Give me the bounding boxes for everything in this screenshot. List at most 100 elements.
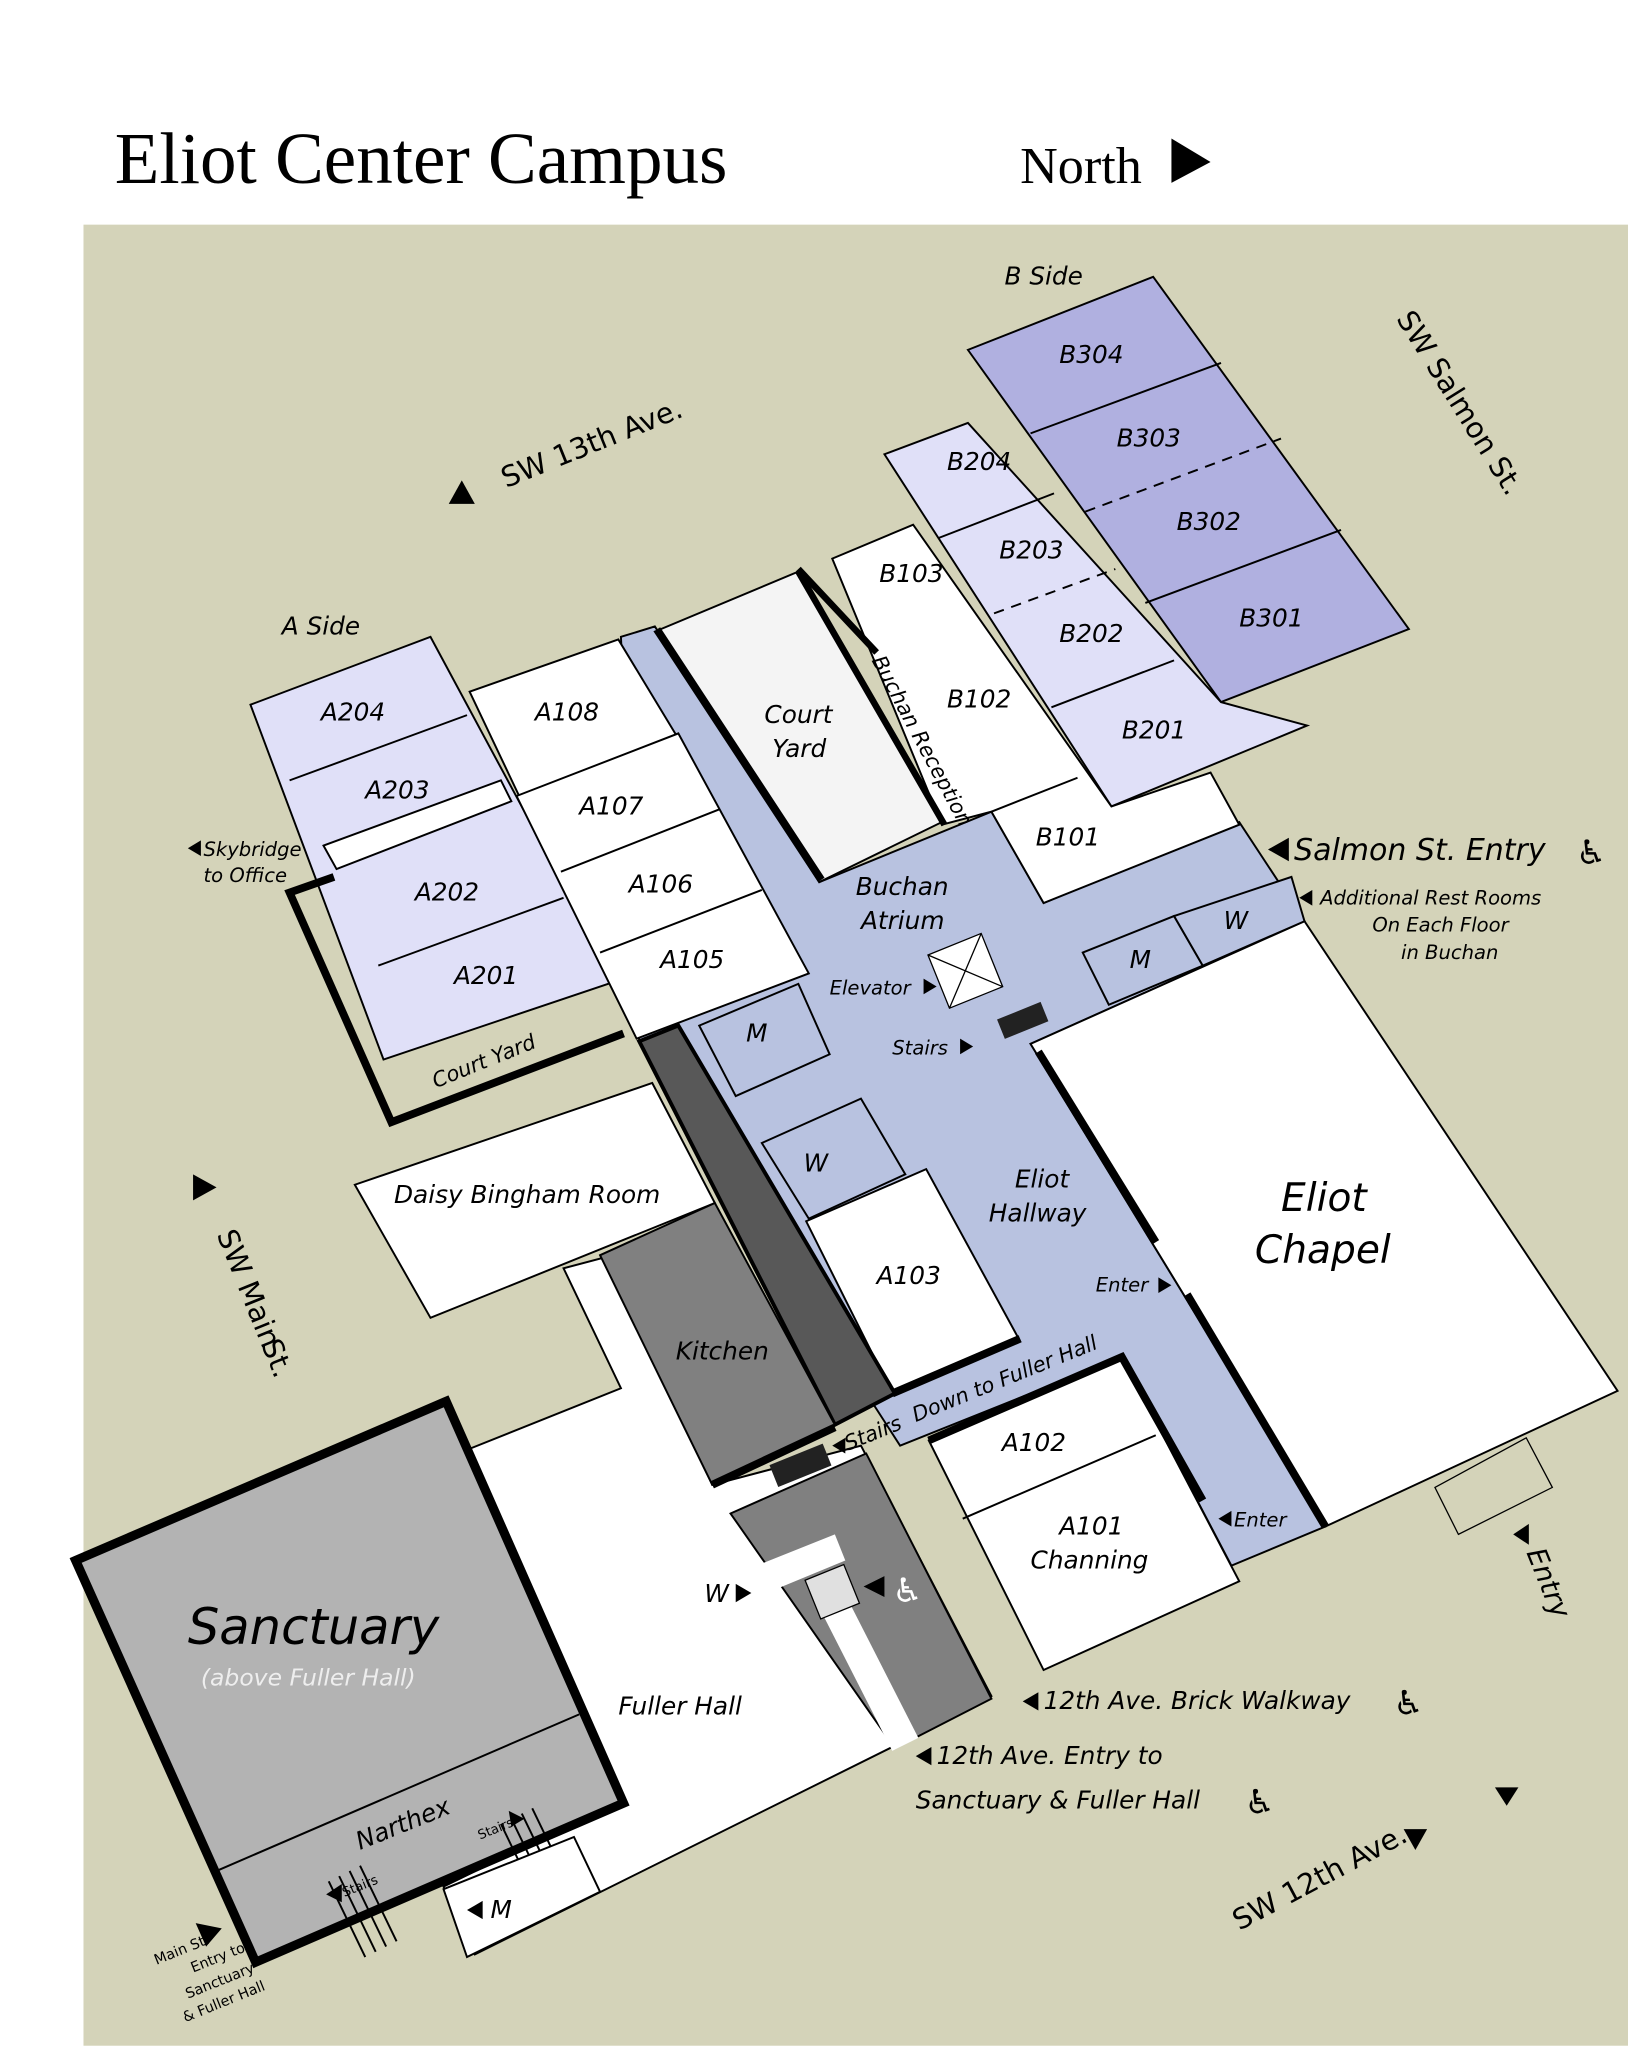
channing-enter-label: Enter — [1234, 1509, 1288, 1532]
arrow-left-icon — [187, 840, 201, 857]
kitchen[interactable] — [598, 1201, 837, 1487]
arrow-icon — [193, 1174, 217, 1201]
arrow-right-icon — [960, 1038, 974, 1055]
arrow-icon — [448, 480, 475, 504]
arrow-left-icon — [1218, 1510, 1232, 1527]
page-title: Eliot Center Campus — [115, 118, 728, 199]
arrow-right-icon — [195, 1923, 222, 1947]
label-eliot-chapel: Eliot — [1281, 1176, 1368, 1221]
room-labels: B304 B303 B302 B301 B204 B203 B202 B201 … — [188, 340, 1391, 1924]
restroom-w-buchan[interactable] — [1172, 875, 1306, 967]
wheelchair-icon: ♿ — [1244, 1783, 1274, 1822]
arrow-left-icon — [1022, 1692, 1039, 1711]
arrow-icon — [1403, 1829, 1428, 1851]
restroom-w-a[interactable] — [760, 1097, 907, 1220]
label-eliot-chapel-2: Chapel — [1255, 1228, 1391, 1273]
arrow-left-icon — [915, 1746, 932, 1766]
label-channing: Channing — [1031, 1545, 1149, 1574]
label-a204: A204 — [319, 697, 385, 726]
label-fuller-hall: Fuller Hall — [618, 1691, 742, 1720]
arrow-left-icon — [1513, 1523, 1529, 1545]
wheelchair-icon: ♿ — [1576, 833, 1606, 872]
arrow-left-icon — [326, 1883, 342, 1903]
chapel-enter-label: Enter — [1096, 1274, 1150, 1297]
label-b102: B102 — [947, 684, 1011, 713]
chapel-wall — [1183, 1292, 1329, 1529]
label-sanctuary-sub: (above Fuller Hall) — [201, 1664, 416, 1692]
arrow-right-icon — [508, 1810, 525, 1827]
arrow-right-icon — [1158, 1277, 1172, 1294]
restroom-m-a[interactable] — [697, 982, 831, 1098]
b-side-label: B Side — [1004, 262, 1082, 291]
label-buchan: Buchan — [856, 872, 949, 901]
label-eliot-hallway-2: Hallway — [989, 1198, 1087, 1227]
b100-block[interactable] — [830, 523, 1241, 905]
wheelchair-icon: ♿ — [892, 1571, 922, 1610]
stairs-icon — [997, 1001, 1049, 1039]
label-a106: A106 — [627, 870, 693, 899]
label-kitchen: Kitchen — [676, 1337, 769, 1366]
label-b101: B101 — [1036, 823, 1100, 852]
label-b103: B103 — [879, 559, 943, 588]
12th-ave-entry-label-2: Sanctuary & Fuller Hall — [916, 1785, 1200, 1814]
a-side-label: A Side — [280, 611, 360, 640]
a105-a107-block[interactable] — [515, 732, 811, 1040]
label-b301: B301 — [1239, 603, 1303, 632]
label-w: W — [1224, 906, 1250, 935]
label-a203: A203 — [363, 776, 429, 805]
label-a108: A108 — [533, 697, 599, 726]
label-b203: B203 — [999, 536, 1063, 565]
b300-block[interactable] — [966, 275, 1411, 704]
arrow-left-icon — [863, 1576, 885, 1597]
court-yard-a-wall — [284, 873, 625, 1128]
label-a103: A103 — [875, 1261, 941, 1290]
elevator-label: Elevator — [830, 976, 913, 999]
label-a101: A101 — [1057, 1511, 1123, 1540]
arrow-right-icon[interactable] — [735, 1583, 752, 1603]
rest-rooms-note-2: On Each Floor — [1372, 914, 1510, 937]
label-sanctuary: Sanctuary — [188, 1598, 440, 1656]
label-b202: B202 — [1059, 619, 1123, 648]
arrow-icon — [1494, 1787, 1519, 1806]
elevator-icon — [804, 1563, 861, 1620]
label-yard: Yard — [772, 734, 826, 763]
label-a201: A201 — [452, 961, 518, 990]
salmon-st-entry-label: Salmon St. Entry — [1294, 833, 1547, 868]
label-b302: B302 — [1177, 507, 1241, 536]
label-w: W — [804, 1149, 830, 1178]
arrow-left-icon — [1267, 837, 1289, 862]
restroom-w-fuller-label: W — [704, 1579, 730, 1608]
label-b204: B204 — [947, 447, 1011, 476]
sanctuary[interactable] — [69, 1395, 630, 1969]
label-a102: A102 — [1000, 1428, 1066, 1457]
arrow-left-icon — [467, 1900, 483, 1920]
stairs-icon — [769, 1443, 832, 1487]
entry-stairs-icon — [1434, 1436, 1554, 1536]
arrow-right-icon — [923, 978, 937, 995]
stairs-label: Stairs — [892, 1036, 948, 1059]
12th-ave-entry-label: 12th Ave. Entry to — [937, 1741, 1163, 1770]
wheelchair-icon: ♿ — [1393, 1683, 1423, 1722]
label-daisy-bingham: Daisy Bingham Room — [394, 1180, 660, 1209]
label-m: M — [1130, 945, 1151, 974]
label-a105: A105 — [658, 945, 724, 974]
label-eliot-hallway: Eliot — [1015, 1164, 1071, 1193]
label-b304: B304 — [1059, 340, 1123, 369]
label-b303: B303 — [1117, 423, 1181, 452]
arrow-left-icon — [832, 1437, 846, 1454]
label-m: M — [746, 1018, 767, 1047]
dark-corridor — [636, 1023, 898, 1428]
restroom-m-fuller[interactable] — [442, 1835, 602, 1959]
brick-walkway-label: 12th Ave. Brick Walkway — [1044, 1686, 1351, 1715]
elevator-lobby — [729, 1452, 993, 1750]
rest-rooms-note: Additional Rest Rooms — [1318, 886, 1541, 909]
label-a107: A107 — [577, 791, 643, 820]
arrow-left-icon — [1299, 889, 1313, 906]
rest-rooms-note-3: in Buchan — [1401, 941, 1498, 964]
chapel-wall — [1035, 1049, 1160, 1245]
north-label: North — [1020, 138, 1142, 195]
label-atrium: Atrium — [859, 906, 945, 935]
label-b201: B201 — [1122, 716, 1186, 745]
skybridge-label: Skybridge — [204, 838, 302, 861]
